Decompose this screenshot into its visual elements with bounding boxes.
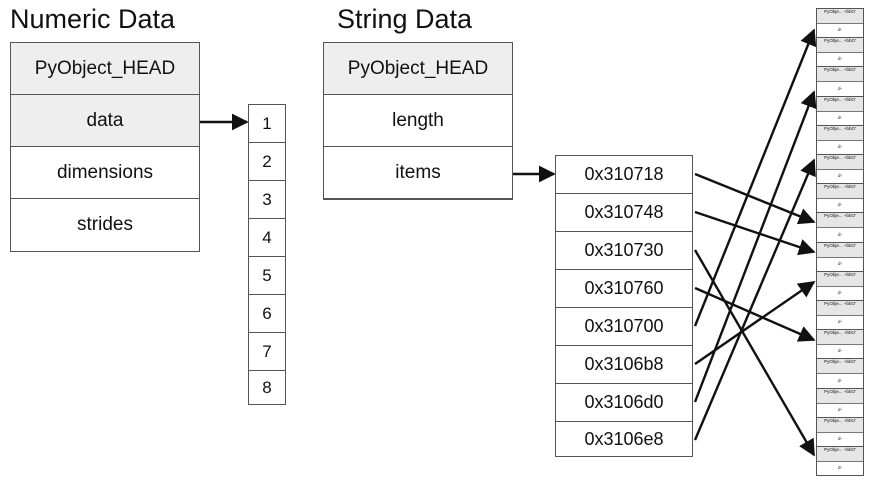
- memory-object-value: d‑: [837, 173, 842, 179]
- numeric-data-title: Numeric Data: [10, 4, 176, 34]
- string-data-title: String Data: [337, 4, 473, 34]
- memory-object-header: PyObje... +bbO': [817, 271, 863, 287]
- memory-string-object: PyObje... +bbO' d‑: [816, 8, 864, 39]
- numeric-struct: PyObject_HEAD data dimensions strides: [10, 42, 200, 252]
- string-field-pyobject-head: PyObject_HEAD: [323, 42, 513, 95]
- memory-object-header: PyObje... +bbO': [817, 125, 863, 141]
- numeric-value-cell: 2: [248, 142, 286, 181]
- numeric-value-cell: 8: [248, 370, 286, 405]
- memory-object-header: PyObje... +bbO': [817, 184, 863, 200]
- address-cell: 0x310748: [555, 193, 693, 232]
- memory-object-value: d‑: [837, 143, 842, 149]
- memory-string-object: PyObje... +bbO' d‑: [816, 446, 864, 477]
- memory-string-object: PyObje... +bbO' d‑: [816, 37, 864, 68]
- memory-string-object: PyObje... +bbO' d‑: [816, 300, 864, 331]
- address-cell: 0x3106b8: [555, 345, 693, 384]
- string-struct: PyObject_HEAD length items: [323, 42, 513, 200]
- memory-object-header: PyObje... +bbO': [817, 359, 863, 375]
- memory-object-value: d‑: [837, 465, 842, 471]
- numeric-field-data: data: [10, 94, 200, 147]
- pointer-arrow: [694, 286, 816, 342]
- memory-object-header: PyObje... +bbO': [817, 388, 863, 404]
- string-field-items: items: [323, 146, 513, 200]
- pointer-arrow: [694, 172, 816, 225]
- address-cell: 0x310700: [555, 307, 693, 346]
- memory-object-header: PyObje... +bbO': [817, 447, 863, 462]
- pointer-arrow: [693, 90, 817, 403]
- numeric-value-cell: 3: [248, 180, 286, 219]
- memory-object-value: d‑: [837, 435, 842, 441]
- pointer-arrow: [693, 158, 816, 441]
- memory-object-value: d‑: [837, 260, 842, 266]
- numeric-field-strides: strides: [10, 198, 200, 252]
- pointer-arrow: [694, 210, 816, 256]
- pointer-arrow: [693, 28, 817, 327]
- memory-object-value: d‑: [837, 114, 842, 120]
- memory-string-object: PyObje... +bbO' d‑: [816, 183, 864, 214]
- memory-object-header: PyObje... +bbO': [817, 301, 863, 316]
- memory-object-value: d‑: [837, 289, 842, 295]
- memory-object-value: d‑: [837, 377, 842, 383]
- address-cell: 0x310760: [555, 269, 693, 308]
- memory-object-value: d‑: [837, 85, 842, 91]
- memory-object-value: d‑: [837, 348, 842, 354]
- memory-object-value: d‑: [837, 231, 842, 237]
- memory-string-object: PyObje... +bbO' d‑: [816, 212, 864, 243]
- memory-object-value: d‑: [837, 56, 842, 62]
- memory-object-value: d‑: [837, 202, 842, 208]
- numeric-value-cell: 4: [248, 218, 286, 257]
- memory-object-value: d‑: [837, 319, 842, 325]
- memory-object-header: PyObje... +bbO': [817, 330, 863, 346]
- address-cell: 0x3106e8: [555, 421, 693, 457]
- pointer-arrow: [693, 249, 816, 457]
- memory-string-object: PyObje... +bbO' d‑: [816, 154, 864, 185]
- numeric-value-cell: 7: [248, 332, 286, 371]
- memory-object-header: PyObje... +bbO': [817, 155, 863, 170]
- memory-object-value: d‑: [837, 27, 842, 33]
- memory-string-object: PyObje... +bbO' d‑: [816, 358, 864, 389]
- numeric-value-cell: 5: [248, 256, 286, 295]
- memory-object-value: d‑: [837, 406, 842, 412]
- memory-object-header: PyObje... +bbO': [817, 417, 863, 433]
- memory-string-object: PyObje... +bbO' d‑: [816, 387, 864, 418]
- memory-object-header: PyObje... +bbO': [817, 242, 863, 258]
- memory-object-header: PyObje... +bbO': [817, 9, 863, 24]
- memory-object-header: PyObje... +bbO': [817, 67, 863, 83]
- memory-object-header: PyObje... +bbO': [817, 96, 863, 112]
- memory-object-header: PyObje... +bbO': [817, 38, 863, 54]
- memory-object-header: PyObje... +bbO': [817, 213, 863, 229]
- address-cell: 0x310718: [555, 155, 693, 194]
- memory-string-object: PyObje... +bbO' d‑: [816, 124, 864, 155]
- memory-string-object: PyObje... +bbO' d‑: [816, 241, 864, 272]
- numeric-value-cell: 6: [248, 294, 286, 333]
- memory-string-object: PyObje... +bbO' d‑: [816, 95, 864, 126]
